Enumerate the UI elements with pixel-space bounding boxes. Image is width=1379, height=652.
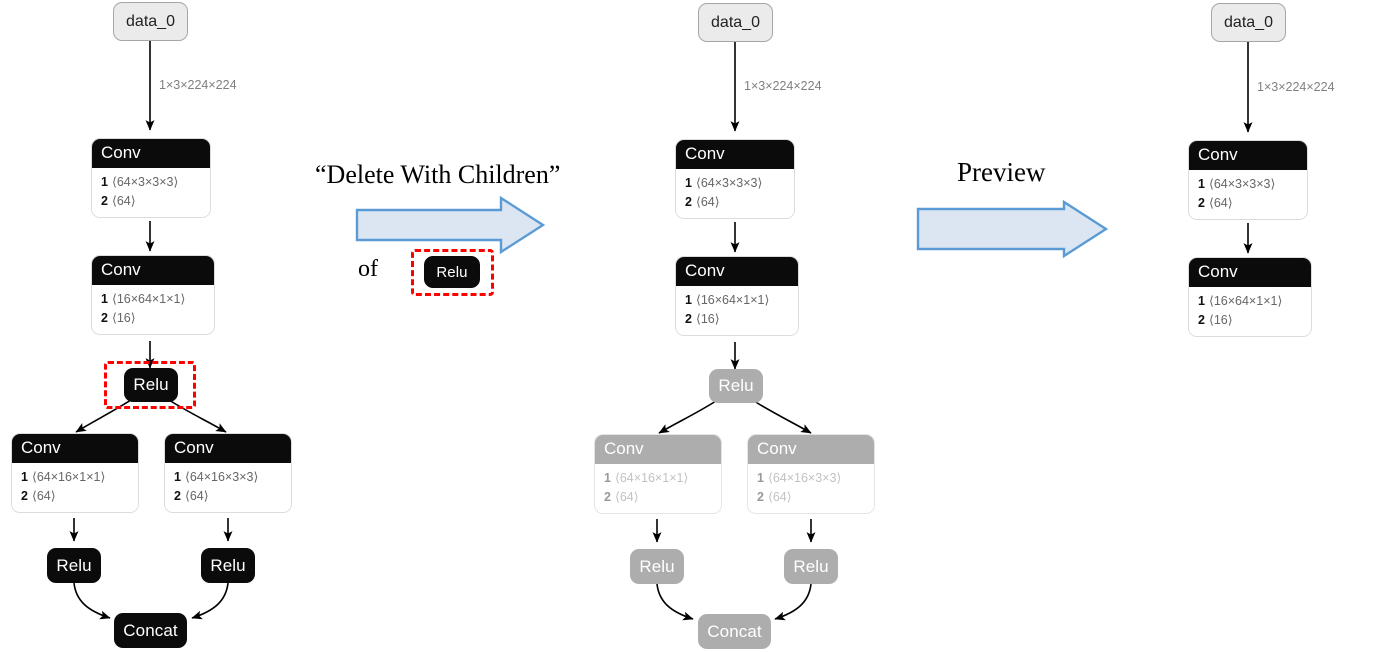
node-conv-4-before[interactable]: Conv 1⟨64×16×3×3⟩ 2⟨64⟩ xyxy=(164,433,292,513)
node-attr-row: 1⟨64×16×1×1⟩ xyxy=(21,469,106,484)
node-attr-row: 1⟨16×64×1×1⟩ xyxy=(1198,293,1283,308)
node-header-label: Conv xyxy=(92,256,214,285)
node-attrs: 1⟨64×3×3×3⟩ 2⟨64⟩ xyxy=(92,167,210,217)
node-relu-3-dimmed[interactable]: Relu xyxy=(784,549,838,584)
node-label: Relu xyxy=(639,556,675,576)
node-attr-row: 2⟨64⟩ xyxy=(685,194,720,209)
node-conv-3-before[interactable]: Conv 1⟨64×16×1×1⟩ 2⟨64⟩ xyxy=(11,433,139,513)
node-relu-2-before[interactable]: Relu xyxy=(47,548,101,583)
node-header-label: Conv xyxy=(676,140,794,169)
node-header-label: Conv xyxy=(12,434,138,463)
node-attr-row: 2⟨64⟩ xyxy=(21,488,56,503)
node-attrs: 1⟨64×16×3×3⟩ 2⟨64⟩ xyxy=(748,463,874,513)
node-label: Concat xyxy=(707,621,762,641)
edge-label-input-shape: 1×3×224×224 xyxy=(159,78,237,92)
node-label: data_0 xyxy=(126,12,175,30)
node-label: Relu xyxy=(210,555,246,575)
node-label: data_0 xyxy=(1224,13,1273,31)
node-conv-2-dimmed-graph[interactable]: Conv 1⟨16×64×1×1⟩ 2⟨16⟩ xyxy=(675,256,799,336)
node-header-label: Conv xyxy=(165,434,291,463)
node-attr-row: 2⟨64⟩ xyxy=(101,193,136,208)
node-attrs: 1⟨64×16×1×1⟩ 2⟨64⟩ xyxy=(595,463,721,513)
node-header-label: Conv xyxy=(595,435,721,464)
node-label: Relu xyxy=(56,555,92,575)
node-header-label: Conv xyxy=(748,435,874,464)
node-concat-dimmed[interactable]: Concat xyxy=(698,614,771,649)
node-data-0-before[interactable]: data_0 xyxy=(113,2,188,41)
annotation-node-relu[interactable]: Relu xyxy=(424,256,480,288)
edge-label-input-shape: 1×3×224×224 xyxy=(744,79,822,93)
node-attrs: 1⟨16×64×1×1⟩ 2⟨16⟩ xyxy=(676,285,798,335)
node-attr-row: 1⟨64×3×3×3⟩ xyxy=(685,175,763,190)
node-label: Relu xyxy=(436,263,468,281)
annotation-delete-with-children-label: “Delete With Children” xyxy=(315,160,561,189)
node-header-label: Conv xyxy=(92,139,210,168)
node-header-label: Conv xyxy=(1189,258,1311,287)
node-relu-1-dimmed[interactable]: Relu xyxy=(709,369,763,403)
node-attr-row: 2⟨64⟩ xyxy=(174,488,209,503)
node-attr-row: 1⟨64×16×3×3⟩ xyxy=(174,469,259,484)
node-label: Relu xyxy=(718,376,754,395)
node-attr-row: 1⟨64×16×1×1⟩ xyxy=(604,470,689,485)
node-attrs: 1⟨64×3×3×3⟩ 2⟨64⟩ xyxy=(1189,169,1307,219)
annotation-preview-label: Preview xyxy=(957,157,1046,187)
node-attr-row: 2⟨64⟩ xyxy=(1198,195,1233,210)
node-attr-row: 1⟨16×64×1×1⟩ xyxy=(685,292,770,307)
node-conv-1-after[interactable]: Conv 1⟨64×3×3×3⟩ 2⟨64⟩ xyxy=(1188,140,1308,220)
node-attr-row: 1⟨16×64×1×1⟩ xyxy=(101,291,186,306)
delete-with-children-arrow xyxy=(355,196,546,254)
node-conv-4-dimmed[interactable]: Conv 1⟨64×16×3×3⟩ 2⟨64⟩ xyxy=(747,434,875,514)
node-attr-row: 2⟨64⟩ xyxy=(757,489,792,504)
node-concat-before[interactable]: Concat xyxy=(114,613,187,648)
node-conv-3-dimmed[interactable]: Conv 1⟨64×16×1×1⟩ 2⟨64⟩ xyxy=(594,434,722,514)
node-relu-3-before[interactable]: Relu xyxy=(201,548,255,583)
node-attr-row: 1⟨64×3×3×3⟩ xyxy=(101,174,179,189)
node-attrs: 1⟨16×64×1×1⟩ 2⟨16⟩ xyxy=(92,284,214,334)
node-attr-row: 2⟨16⟩ xyxy=(685,311,720,326)
edge-label-input-shape: 1×3×224×224 xyxy=(1257,80,1335,94)
node-conv-2-after[interactable]: Conv 1⟨16×64×1×1⟩ 2⟨16⟩ xyxy=(1188,257,1312,337)
node-attrs: 1⟨64×3×3×3⟩ 2⟨64⟩ xyxy=(676,168,794,218)
annotation-of-label: of xyxy=(358,256,378,282)
node-header-label: Conv xyxy=(676,257,798,286)
node-label: Concat xyxy=(123,620,178,640)
preview-arrow xyxy=(916,200,1109,258)
node-attrs: 1⟨64×16×1×1⟩ 2⟨64⟩ xyxy=(12,462,138,512)
node-conv-1-dimmed-graph[interactable]: Conv 1⟨64×3×3×3⟩ 2⟨64⟩ xyxy=(675,139,795,219)
node-attr-row: 2⟨16⟩ xyxy=(1198,312,1233,327)
node-conv-1-before[interactable]: Conv 1⟨64×3×3×3⟩ 2⟨64⟩ xyxy=(91,138,211,218)
node-header-label: Conv xyxy=(1189,141,1307,170)
node-attrs: 1⟨16×64×1×1⟩ 2⟨16⟩ xyxy=(1189,286,1311,336)
node-relu-2-dimmed[interactable]: Relu xyxy=(630,549,684,584)
node-data-0-dimmed[interactable]: data_0 xyxy=(698,3,773,42)
selection-highlight-relu xyxy=(104,361,196,409)
node-attr-row: 1⟨64×3×3×3⟩ xyxy=(1198,176,1276,191)
node-label: Relu xyxy=(793,556,829,576)
node-attrs: 1⟨64×16×3×3⟩ 2⟨64⟩ xyxy=(165,462,291,512)
node-attr-row: 2⟨64⟩ xyxy=(604,489,639,504)
node-attr-row: 2⟨16⟩ xyxy=(101,310,136,325)
node-relu-1-before[interactable]: Relu xyxy=(124,368,178,402)
node-label: Relu xyxy=(133,375,169,394)
annotation-selection-highlight-relu xyxy=(411,249,494,296)
node-label: data_0 xyxy=(711,13,760,31)
node-conv-2-before[interactable]: Conv 1⟨16×64×1×1⟩ 2⟨16⟩ xyxy=(91,255,215,335)
node-data-0-after[interactable]: data_0 xyxy=(1211,3,1286,42)
node-attr-row: 1⟨64×16×3×3⟩ xyxy=(757,470,842,485)
